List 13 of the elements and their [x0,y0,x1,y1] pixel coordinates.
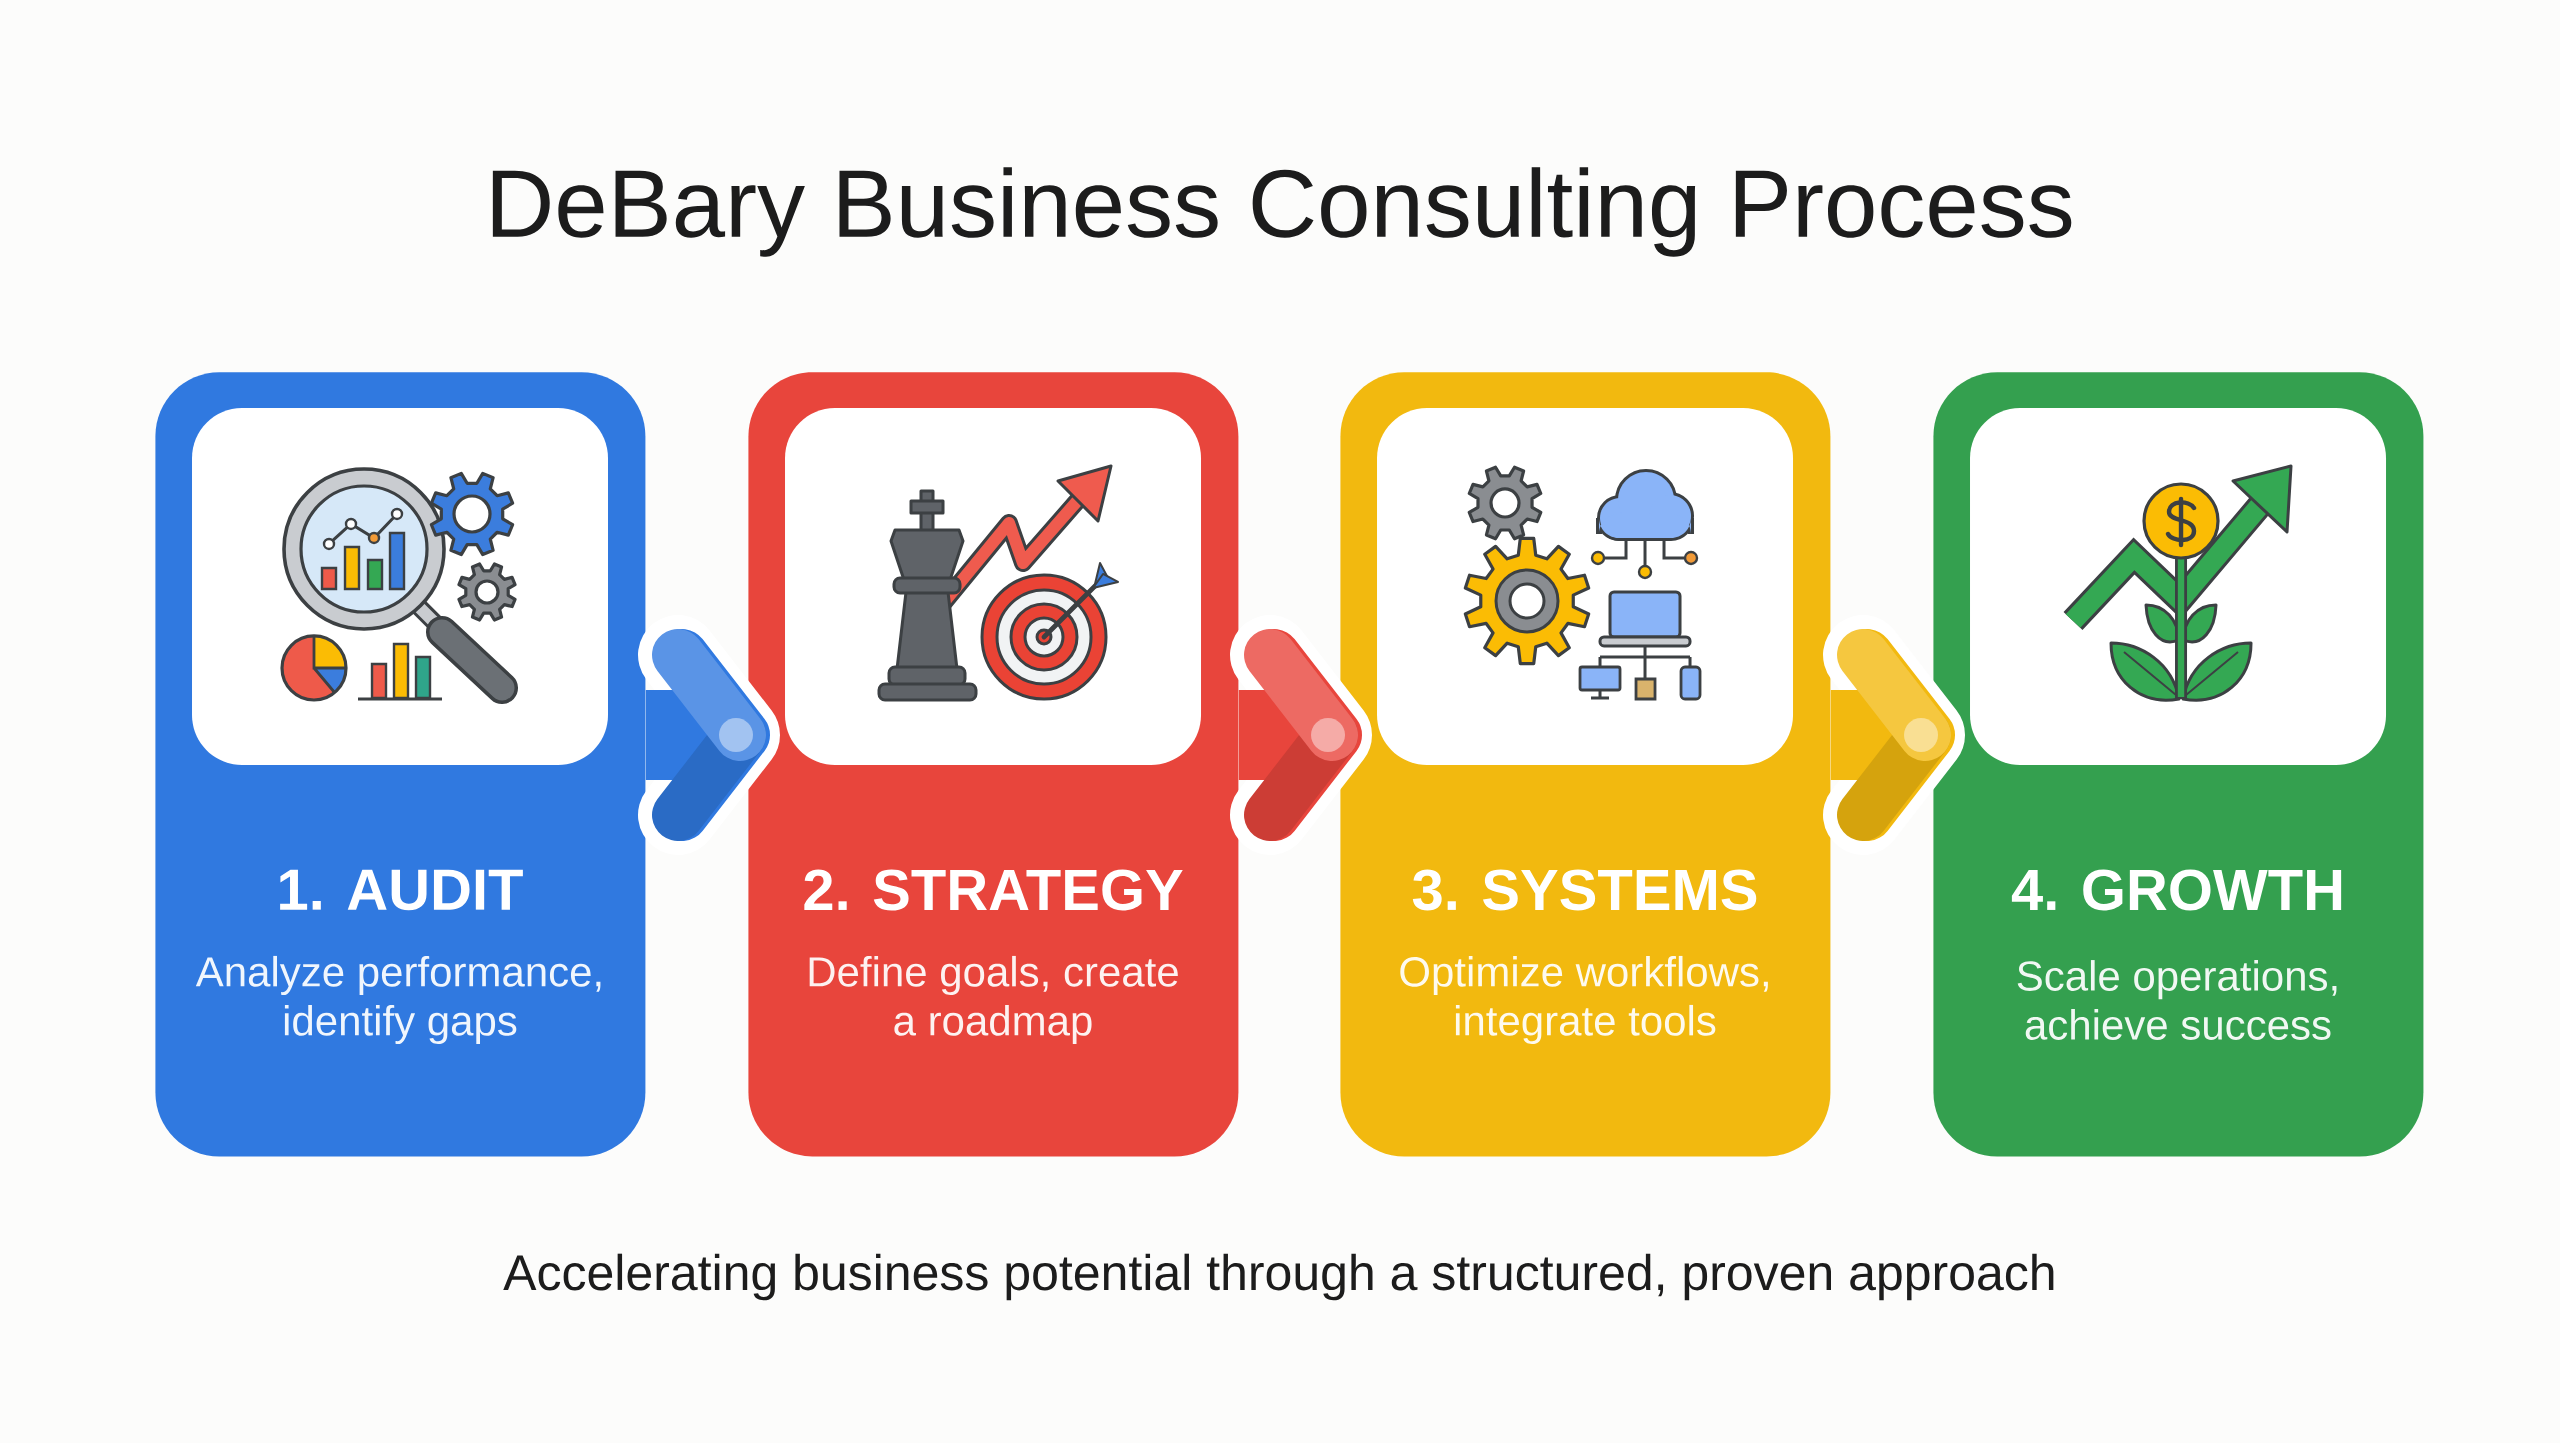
arrow [1238,629,1362,841]
step-heading: 3. SYSTEMS [1412,869,1757,911]
arrow [645,629,770,841]
title: DeBary Business Consulting Process [492,167,2072,257]
step-heading: 2. STRATEGY [804,869,1183,911]
arrow [1830,629,1955,841]
step-description: Optimize workflows, integrate tools [1400,955,1768,1045]
caption: Accelerating business potential through a structured, proven approach [503,1253,2054,1301]
step-description: Scale operations, achieve success [2017,960,2337,1040]
step-heading: 1. AUDIT [280,869,523,911]
step-description: Define goals, create a roadmap [809,955,1178,1045]
step-heading: 4. GROWTH [2011,869,2342,911]
step-description: Analyze performance, identify gaps [195,955,601,1045]
